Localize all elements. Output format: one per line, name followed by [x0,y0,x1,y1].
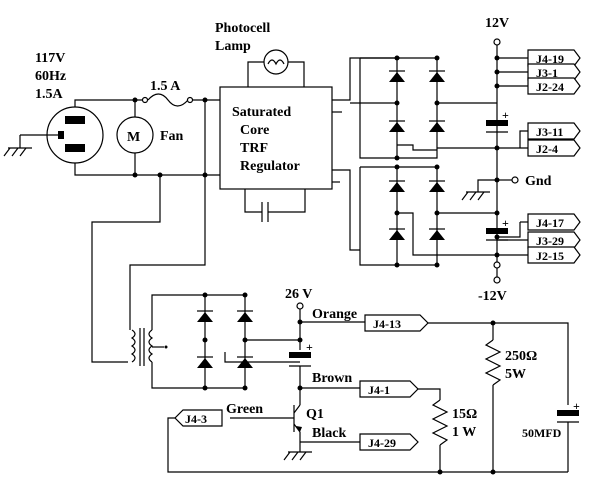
svg-text:+: + [502,216,509,230]
r15-power: 1 W [452,425,476,440]
connector-j3-11: J3-11 [536,125,563,139]
photocell-label-line2: Lamp [215,39,251,54]
chassis-ground-symbol [3,134,47,157]
connector-tag: J4-29 [359,433,419,451]
source-current: 1.5A [35,87,64,102]
wire-brown-label: Brown [312,371,352,386]
regulator-line4: Regulator [240,159,300,174]
regulator-line2: Core [240,123,269,138]
regulator-line1: Saturated [232,105,291,120]
upper-bridge-rectifier [359,55,445,161]
r250-value: 250Ω [505,349,537,364]
transistor-label: Q1 [306,407,324,422]
connector-tag: J4-3 [174,409,223,427]
wire-black-label: Black [312,426,346,441]
svg-text:+: + [573,399,580,413]
connector-tag: J2-4 [527,139,581,157]
outlet-symbol [46,106,104,164]
connector-j3-1: J3-1 [536,66,558,80]
connector-tag: J4-1 [359,380,419,398]
small-bridge-rectifier [197,292,253,391]
connector-j4-13: J4-13 [373,317,401,331]
photocell-lamp-symbol [263,49,289,75]
connector-tag: J3-29 [527,231,581,249]
wire-green-label: Green [226,402,263,417]
resistor-15-ohm [431,399,449,472]
q1-transistor-symbol [293,388,302,452]
cap-50mfd-label: 50MFD [522,426,562,440]
connector-j4-29: J4-29 [368,436,396,450]
connector-tag: J2-24 [527,77,581,95]
lower-bridge-rectifier [359,164,445,268]
resistor-250-ohm [484,323,502,472]
r250-power: 5W [505,367,526,382]
upper-filter-capacitor: + [486,108,509,133]
svg-text:+: + [502,108,509,122]
connector-tag: J4-17 [527,213,581,231]
r15-value: 15Ω [452,407,477,422]
regulator-line3: TRF [240,141,268,156]
source-frequency: 60Hz [35,69,66,84]
fan-motor-symbol: M [116,116,154,154]
connector-j4-1: J4-1 [368,383,390,397]
rail-26v-label: 26 V [285,287,312,302]
connector-tag: J3-11 [527,122,581,140]
regulator-capacitor [261,202,269,222]
rail-negative-label: -12V [478,289,507,304]
fan-label: Fan [160,129,184,144]
photocell-label-line1: Photocell [215,21,270,36]
connector-tag: J4-19 [527,49,581,67]
connector-j2-4: J2-4 [536,142,558,156]
connector-j2-15: J2-15 [536,249,564,263]
fuse-label: 1.5 A [150,79,181,94]
connector-tag: J4-13 [364,314,429,332]
rail-positive-label: 12V [485,16,509,31]
connector-j4-17: J4-17 [536,216,564,230]
wire-orange-label: Orange [312,307,357,322]
signal-ground-symbol [461,179,497,201]
connector-tag: J2-15 [527,246,581,264]
connector-tag: J3-1 [527,63,581,81]
emitter-ground-symbol [283,451,312,461]
connector-j4-3: J4-3 [185,412,207,426]
fan-motor-letter: M [127,130,140,145]
fuse-symbol [141,93,194,107]
ground-label: Gnd [525,174,552,189]
connector-j3-29: J3-29 [536,234,564,248]
source-voltage: 117V [35,51,65,66]
svg-text:+: + [306,340,313,354]
connector-j2-24: J2-24 [536,80,564,94]
connector-j4-19: J4-19 [536,52,564,66]
regulator-block [219,86,333,190]
transformer-symbol [130,328,168,366]
